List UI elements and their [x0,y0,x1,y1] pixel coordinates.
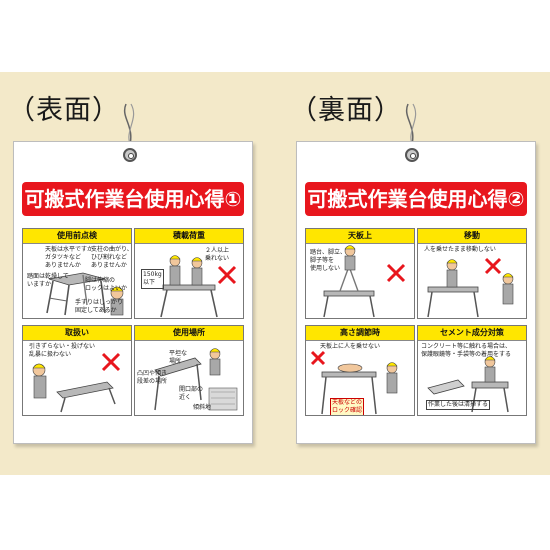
back-quad-cement-header: セメント成分対策 [418,326,526,341]
cross-icon [386,263,406,283]
back-title: 可搬式作業台使用心得② [305,182,527,216]
work-platform-illustration [46,272,124,316]
grommet-icon [123,148,137,162]
front-quad-inspection-header: 使用前点検 [23,229,131,244]
front-side-label: （表面） [8,95,120,126]
cross-icon [310,350,326,366]
dragging-platform-illustration [32,352,121,413]
stepladder-on-platform-illustration [323,245,406,318]
front-card: 可搬式作業台使用心得① 使用前点検 天板は水平ですか ガタツキなど ありませんか… [13,141,253,444]
grommet-icon [405,148,419,162]
cross-icon [217,265,237,285]
back-quad-cement: セメント成分対策 コンクリート等に触れる場合は、 保護眼鏡等・手袋等の着用をする… [417,325,527,416]
cross-icon [484,257,502,275]
front-quad-location-header: 使用場所 [135,326,243,341]
back-side-label: （裏面） [290,95,402,126]
moving-platform-illustration [427,257,514,318]
location-illustration [154,348,238,411]
back-quad-top-plate: 天板上 踏台、脚立、 脚子等を 使用しない [305,228,415,319]
front-quad-location: 使用場所 平坦な 場所 凸凹や傾き 段差の場所 開口部の 近く 傾斜地 [134,325,244,416]
cement-cleaning-illustration [427,356,509,413]
front-quad-load: 積載荷重 150kg 以下 ２人以上 乗れない [134,228,244,319]
back-quad-height-adjust-header: 高さ調節時 [306,326,414,341]
front-quad-load-header: 積載荷重 [135,229,243,244]
back-quad-moving-header: 移動 [418,229,526,244]
back-quad-height-adjust: 高さ調節時 天板上に人を乗せない 天板などの ロック確認 [305,325,415,416]
back-quad-moving: 移動 人を乗せたまま移動しない [417,228,527,319]
platform-load-illustration [160,255,237,318]
front-quad-inspection: 使用前点検 天板は水平ですか ガタツキなど ありませんか 支柱の曲がり、 ひび割… [22,228,132,319]
back-card: 可搬式作業台使用心得② 天板上 踏台、脚立、 脚子等を 使用しない 移動 [296,141,536,444]
cross-icon [101,352,121,372]
front-quad-handling-header: 取扱い [23,326,131,341]
height-adjust-illustration [310,350,398,415]
back-quad-top-plate-header: 天板上 [306,229,414,244]
front-title: 可搬式作業台使用心得① [22,182,244,216]
front-quad-handling: 取扱い 引きずらない・投げない 乱暴に扱わない [22,325,132,416]
